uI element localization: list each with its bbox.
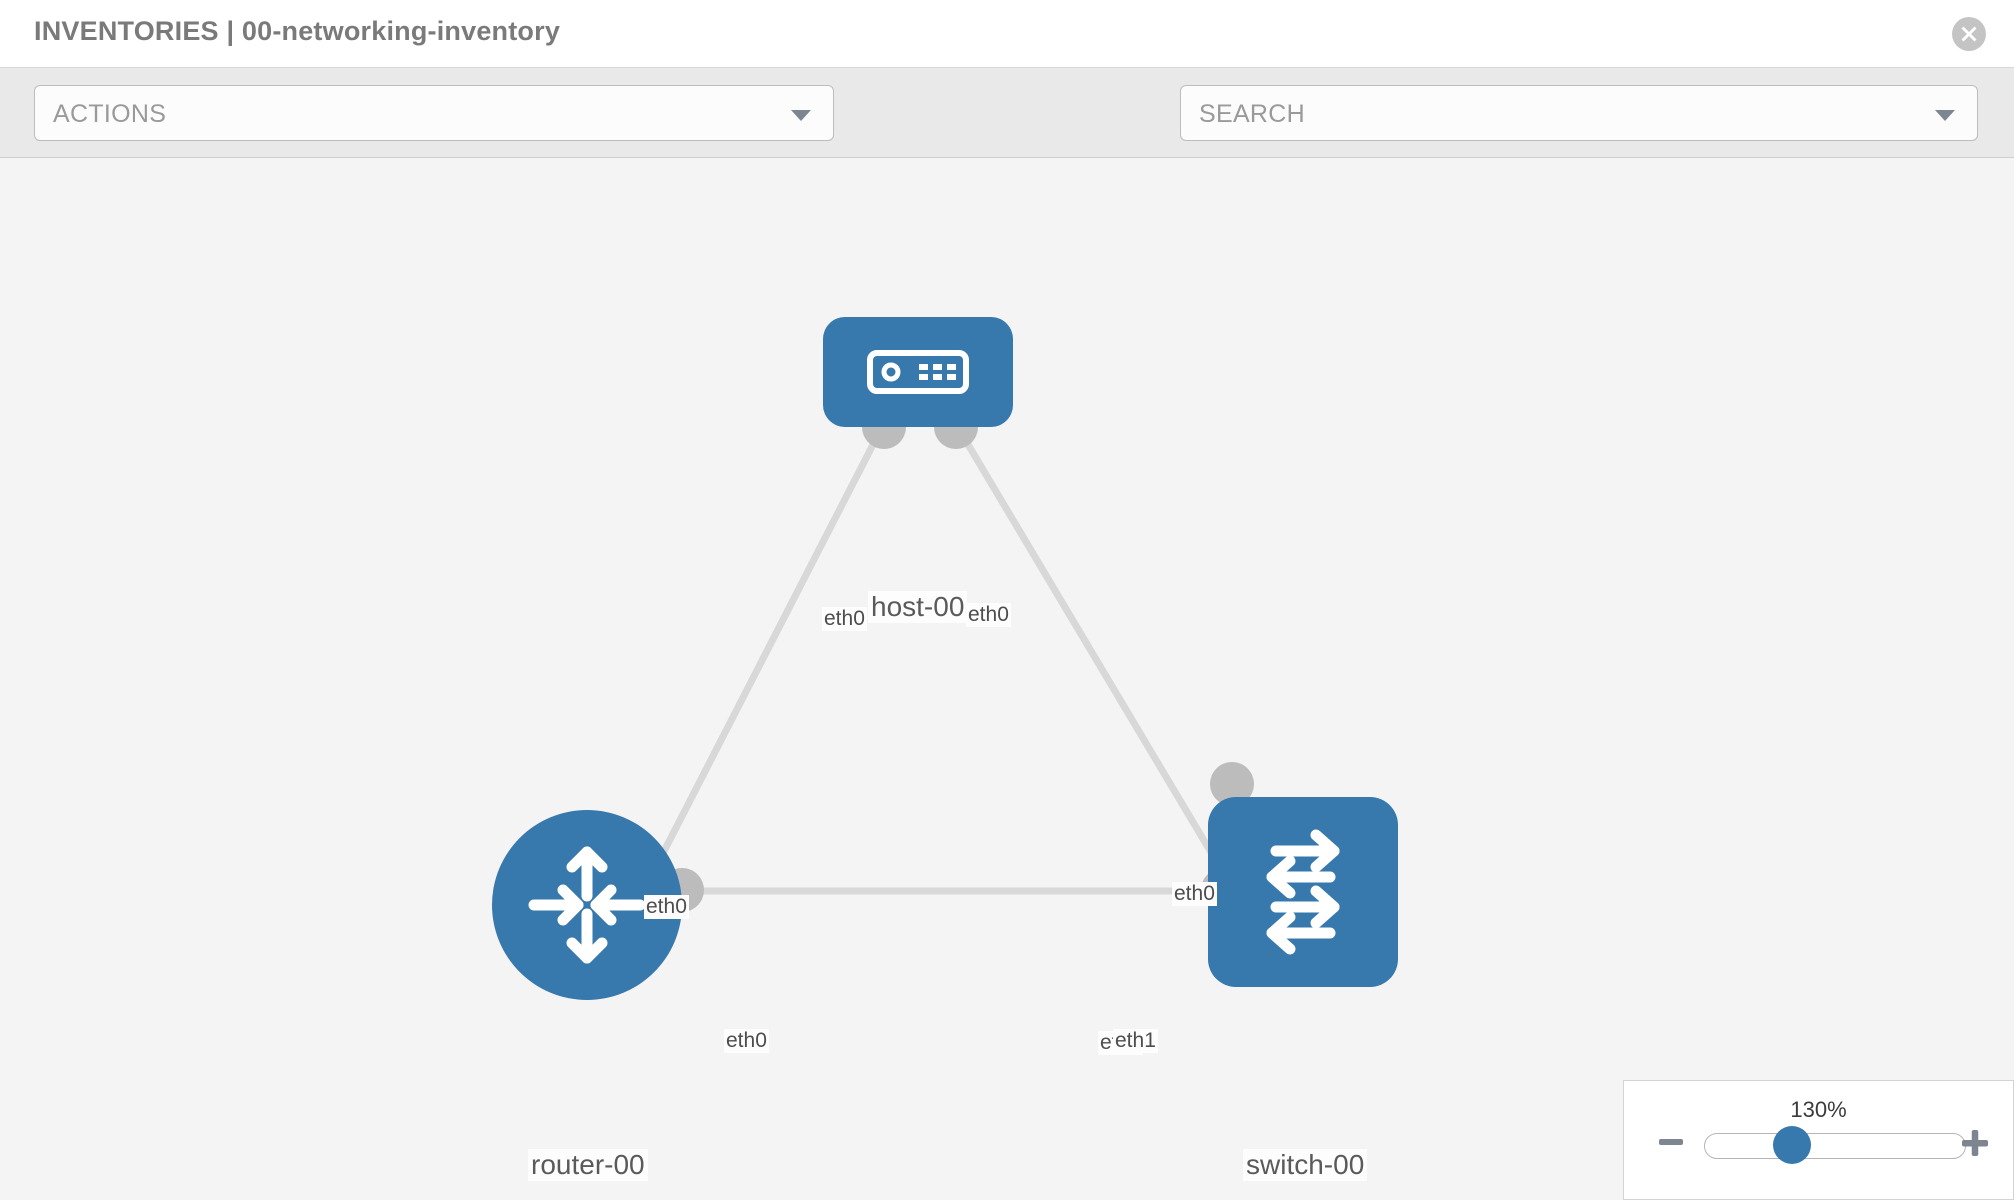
interface-label-switch-left-over: eth1 [1113,1029,1158,1053]
node-label-switch-00: switch-00 [1243,1149,1368,1181]
router-arrows-icon [528,846,646,964]
page-header: INVENTORIES | 00-networking-inventory [0,0,2014,68]
link-host-switch [956,429,1219,861]
toolbar: ACTIONS SEARCH [0,68,2014,207]
server-icon [867,350,969,394]
topology-canvas[interactable]: host-00 router-00 switch-00 eth0 eth0 et… [0,159,2014,1200]
chevron-down-icon[interactable] [1935,110,1955,121]
close-glyph [1961,26,1977,42]
interface-label-switch-uplink: eth0 [1172,882,1217,906]
node-switch-00[interactable] [1208,797,1398,987]
search-placeholder: SEARCH [1199,100,1305,128]
chevron-down-icon [791,110,811,121]
plus-icon [1962,1130,1988,1156]
minus-icon [1659,1139,1683,1145]
interface-label-router-uplink: eth0 [644,895,689,919]
link-host-router [656,429,884,861]
close-icon[interactable] [1952,17,1986,51]
topology-links [656,405,1254,912]
node-host-00[interactable] [823,317,1013,427]
zoom-out-button[interactable] [1656,1127,1686,1162]
switch-arrows-icon [1266,829,1340,955]
search-input[interactable]: SEARCH [1180,85,1978,141]
connector-switch-top [1210,762,1254,806]
interface-label-router-right: eth0 [724,1029,769,1053]
actions-dropdown-label: ACTIONS [53,100,167,128]
zoom-in-button[interactable] [1959,1127,1991,1164]
zoom-slider-handle[interactable] [1773,1126,1811,1164]
page-title: INVENTORIES | 00-networking-inventory [34,16,561,46]
interface-label-host-left: eth0 [822,607,867,631]
zoom-control-panel: 130% [1623,1080,2014,1200]
zoom-level-value: 130% [1790,1097,1847,1122]
node-label-host-00: host-00 [868,591,968,623]
interface-label-host-right: eth0 [966,603,1011,627]
actions-dropdown[interactable]: ACTIONS [34,85,834,141]
node-label-router-00: router-00 [528,1149,648,1181]
zoom-slider-track[interactable] [1704,1133,1966,1159]
